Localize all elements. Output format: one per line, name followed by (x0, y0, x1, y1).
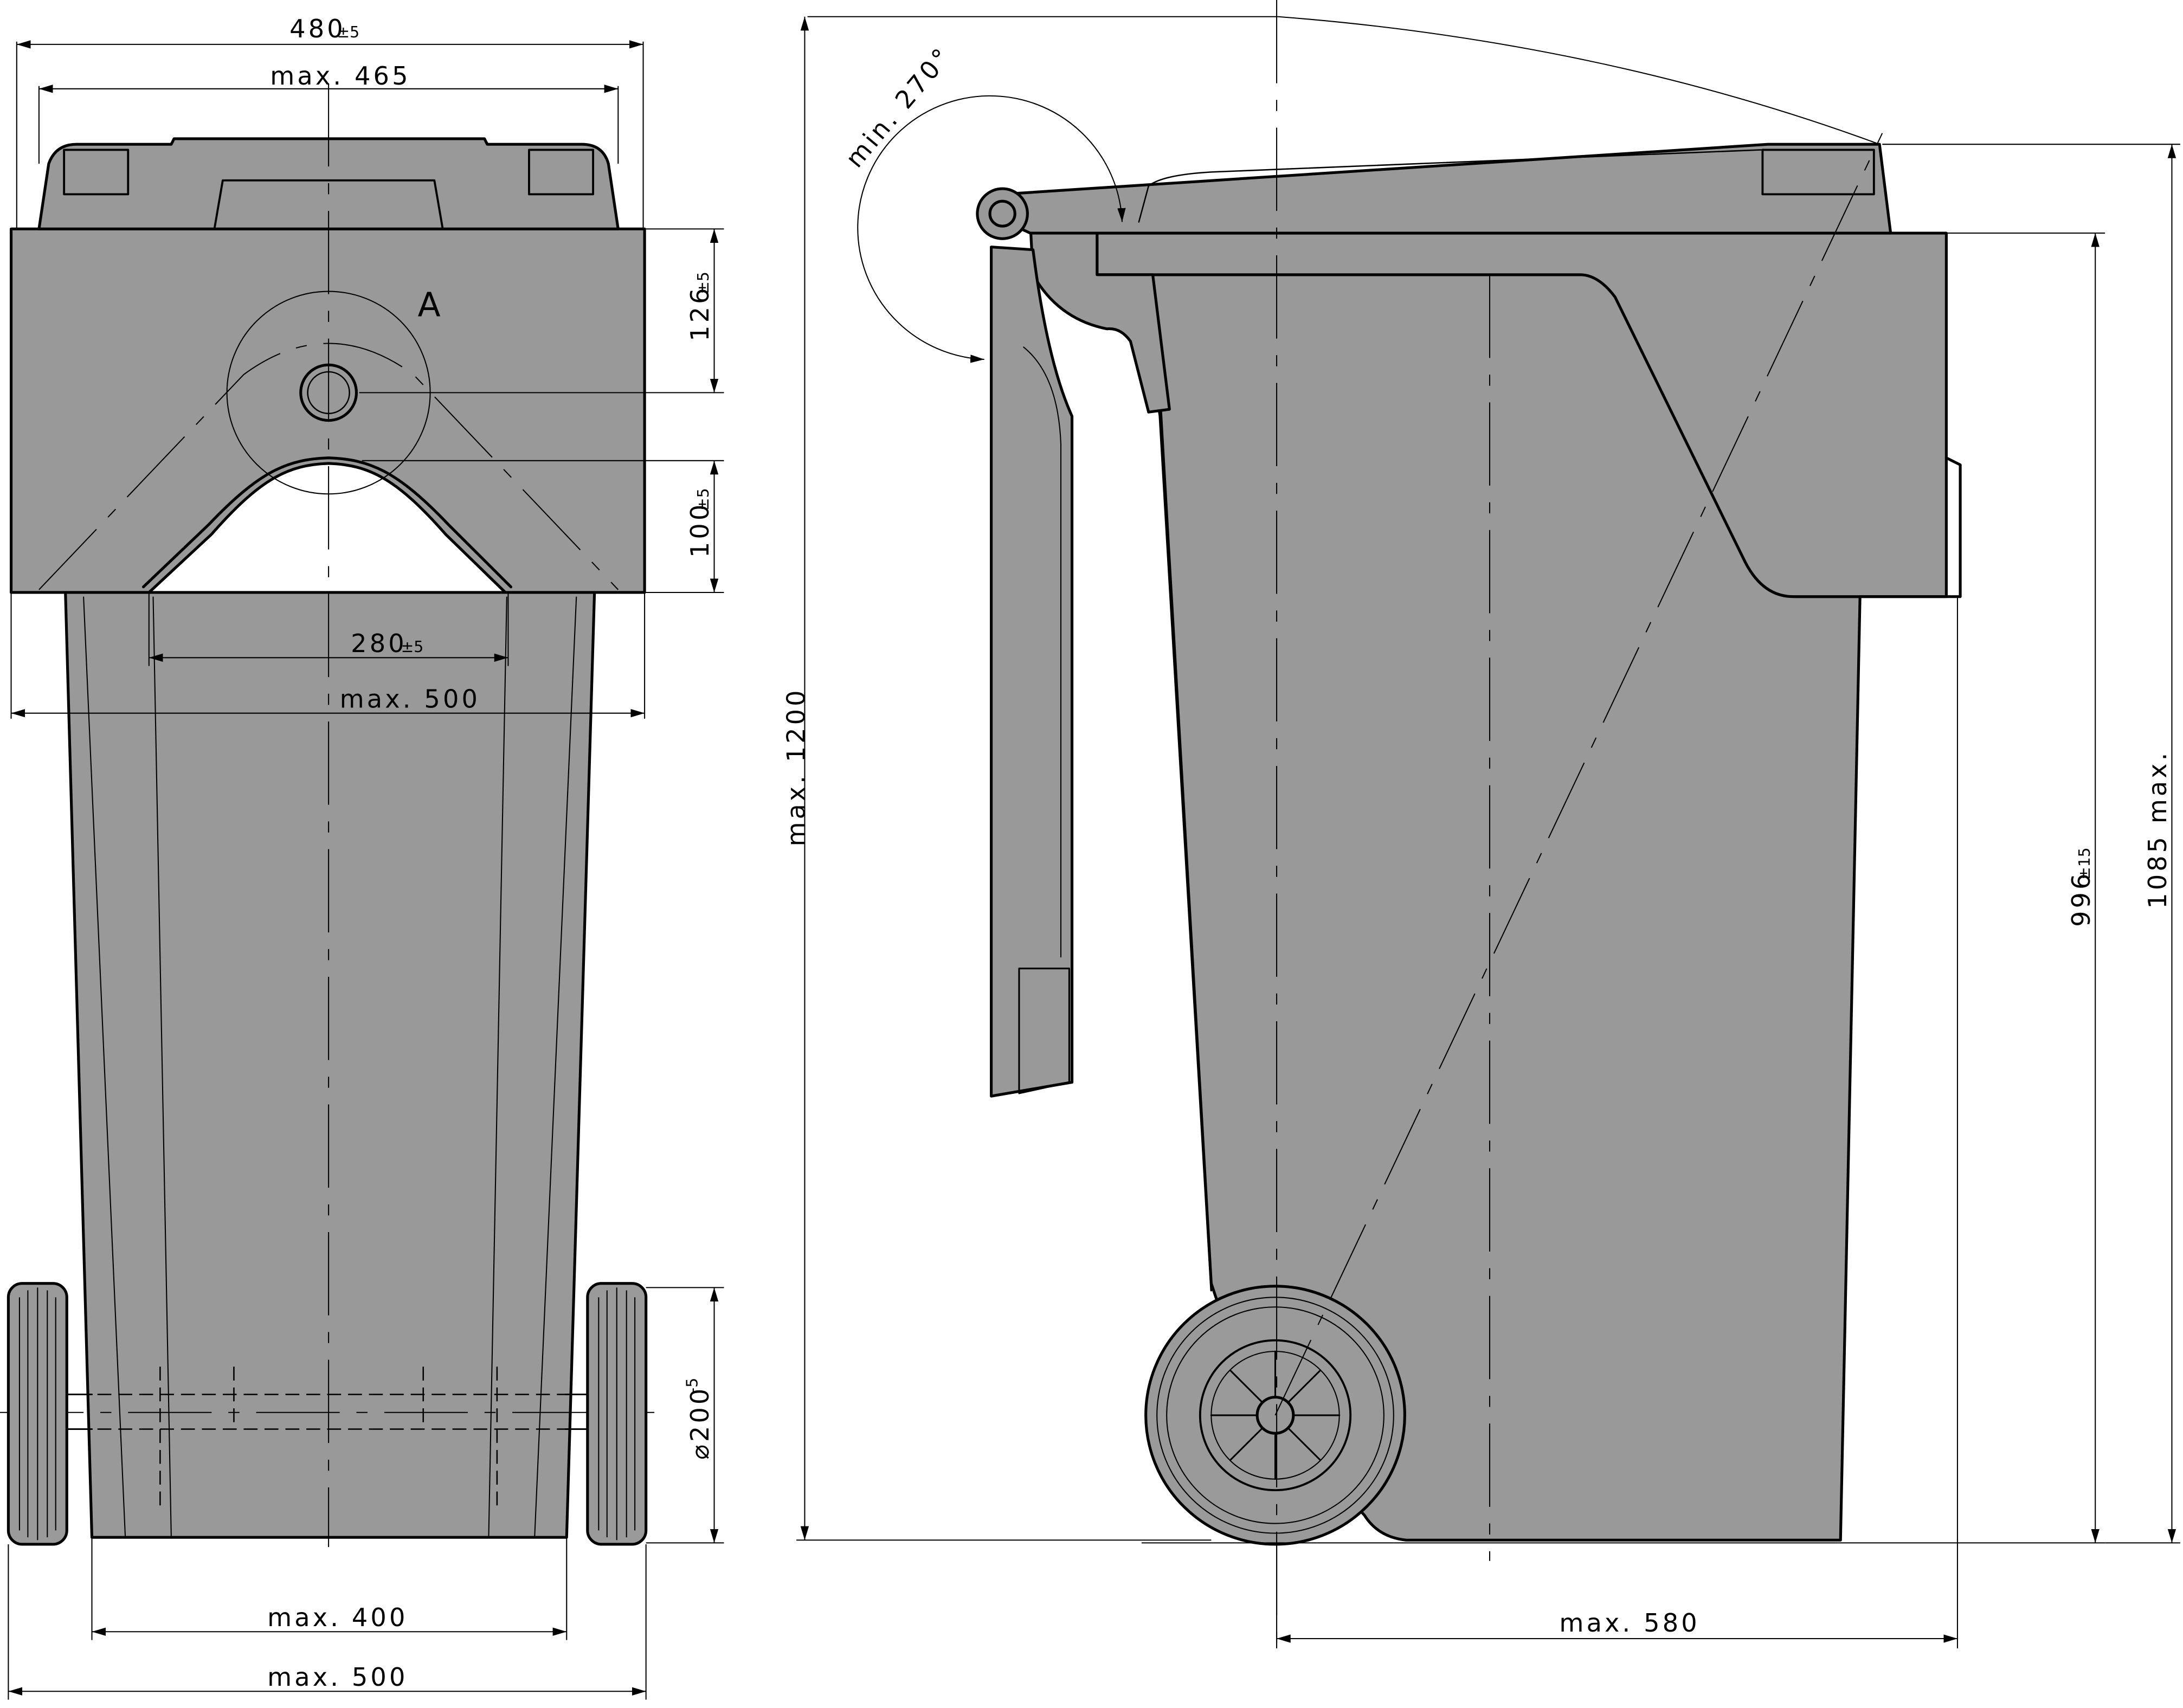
front-lid-hinge-right (528, 149, 594, 196)
dim-400-value: max. 400 (267, 1603, 408, 1632)
dim-1085-extension (1882, 144, 2180, 1544)
body-crease-left-outer (83, 596, 126, 1538)
front-wheel-left-tread (18, 1287, 56, 1541)
front-lid-hinge-left (63, 149, 130, 196)
dim-280-tolerance: ±5 (401, 638, 424, 656)
lid-swing-arc (807, 16, 1880, 145)
dim-280-value: 280 (351, 629, 407, 658)
side-wheel-spokes (1210, 1350, 1341, 1480)
side-lid-line (1138, 149, 1762, 223)
dim-580-extension (1276, 596, 1958, 1648)
front-hub-left (66, 1393, 93, 1430)
dim-200-value: ⌀200 (685, 1386, 714, 1460)
side-lid (990, 143, 1892, 235)
side-wheel-rim (1199, 1339, 1352, 1492)
dim-500-rim-extension (10, 592, 646, 719)
dim-100-value: 100 (685, 502, 714, 558)
open-lid-notch (1018, 968, 1070, 1094)
front-arch (141, 456, 513, 589)
dim-1085-value: 1085 max. (2143, 750, 2172, 909)
side-rim (1096, 231, 1948, 598)
dim-465-extension (38, 86, 619, 164)
dim-580-value: max. 580 (1559, 1608, 1699, 1638)
dim-996-tolerance: ±15 (2076, 847, 2094, 879)
side-diagonal (1274, 133, 1883, 1416)
dim-996-value: 996 (2066, 871, 2096, 927)
dim-100-extension (362, 460, 724, 594)
dim-1200-value: max. 1200 (781, 687, 810, 846)
dim-200-tolerance: -5 (684, 1378, 701, 1393)
angle-label: min. 270° (840, 41, 958, 173)
side-wheel (1144, 1285, 1406, 1546)
hinge (976, 187, 1029, 240)
dim-500-total-extension (8, 1544, 647, 1700)
front-lid-handle (213, 179, 444, 230)
angle-arc (857, 95, 1126, 363)
body-crease-right-outer (534, 596, 577, 1538)
detail-label: A (417, 286, 440, 325)
body-crease-left (152, 596, 172, 1538)
dim-126-tolerance: ±5 (694, 272, 712, 294)
side-view: min. 270° max. 1200 996 ±15 1085 max. ma… (781, 0, 2180, 1652)
side-wheel-tread-2 (1166, 1306, 1385, 1524)
dim-500-total-value: max. 500 (267, 1662, 408, 1692)
dim-126-value: 126 (685, 285, 714, 341)
side-wheel-tread-1 (1156, 1297, 1394, 1534)
front-wheel-right-tread (598, 1287, 636, 1541)
side-lid-notch (1761, 149, 1875, 196)
front-view: 480 ±5 max. 465 A 280 ±5 max. 500 max. 4… (0, 14, 724, 1700)
dim-465-value: max. 465 (270, 61, 410, 91)
side-rim-handle (1858, 456, 1962, 598)
dim-500-rim-value: max. 500 (340, 685, 480, 714)
front-hub-right (564, 1393, 589, 1430)
dim-400-extension (91, 1537, 568, 1640)
dim-100-tolerance: ±5 (694, 488, 712, 510)
dim-480-extension (16, 41, 644, 229)
dim-996-extension (1838, 233, 2105, 1544)
front-bin-body (64, 591, 596, 1539)
dim-480-tolerance: ±5 (337, 23, 360, 41)
front-rim (9, 227, 646, 594)
dim-480-value: 480 (289, 14, 346, 43)
body-crease-right (488, 596, 507, 1538)
